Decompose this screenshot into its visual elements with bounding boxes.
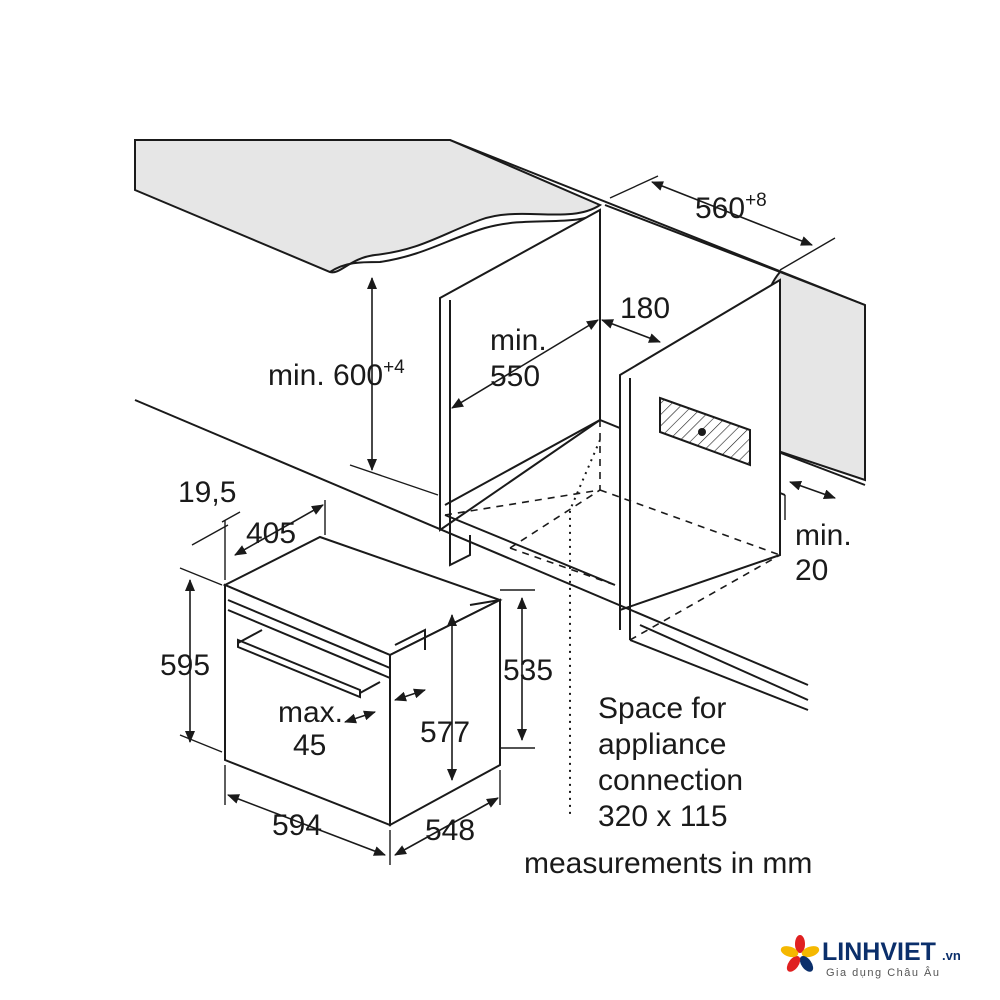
- connection-note-line2: appliance: [598, 728, 726, 761]
- dimension-lines: [179, 175, 836, 865]
- connection-note-line3: connection: [598, 764, 743, 797]
- label-depth-min-line1: min.: [490, 324, 547, 357]
- worktop-left: [134, 139, 603, 274]
- connection-note-line4: 320 x 115: [598, 800, 728, 833]
- flower-icon: [780, 935, 820, 972]
- logo-suffix: .vn: [942, 948, 961, 963]
- oven: [222, 535, 503, 827]
- logo-name: LINHVIET: [822, 938, 936, 966]
- connection-note-line1: Space for: [598, 692, 726, 725]
- logo-tagline: Gia dụng Châu Âu: [826, 966, 941, 979]
- label-back-gap-line2: 20: [795, 554, 828, 587]
- label-back-gap-line1: min.: [795, 519, 852, 552]
- label-depth-min-line2: 550: [490, 360, 540, 393]
- label-oven-inner-height: 577: [420, 716, 470, 749]
- label-gap-180: 180: [620, 292, 670, 325]
- label-panel-19-5: 19,5: [178, 476, 236, 509]
- label-oven-body-height: 535: [503, 654, 553, 687]
- label-panel-405: 405: [246, 517, 296, 550]
- label-door-max-line1: max.: [278, 696, 343, 729]
- label-oven-height: 595: [160, 649, 210, 682]
- label-width-opening: 560+8: [695, 190, 767, 225]
- label-door-max-line2: 45: [293, 729, 326, 762]
- label-oven-depth: 548: [425, 814, 475, 847]
- units-note: measurements in mm: [524, 847, 812, 880]
- label-height-min: min. 600+4: [268, 357, 405, 392]
- linhviet-logo: LINHVIET .vn Gia dụng Châu Âu: [780, 935, 961, 979]
- notes: Space for appliance connection 320 x 115…: [524, 692, 812, 880]
- dimension-labels: 560+8 min. 600+4 min. 550 180 min. 20 19…: [160, 190, 852, 847]
- label-oven-width: 594: [272, 809, 322, 842]
